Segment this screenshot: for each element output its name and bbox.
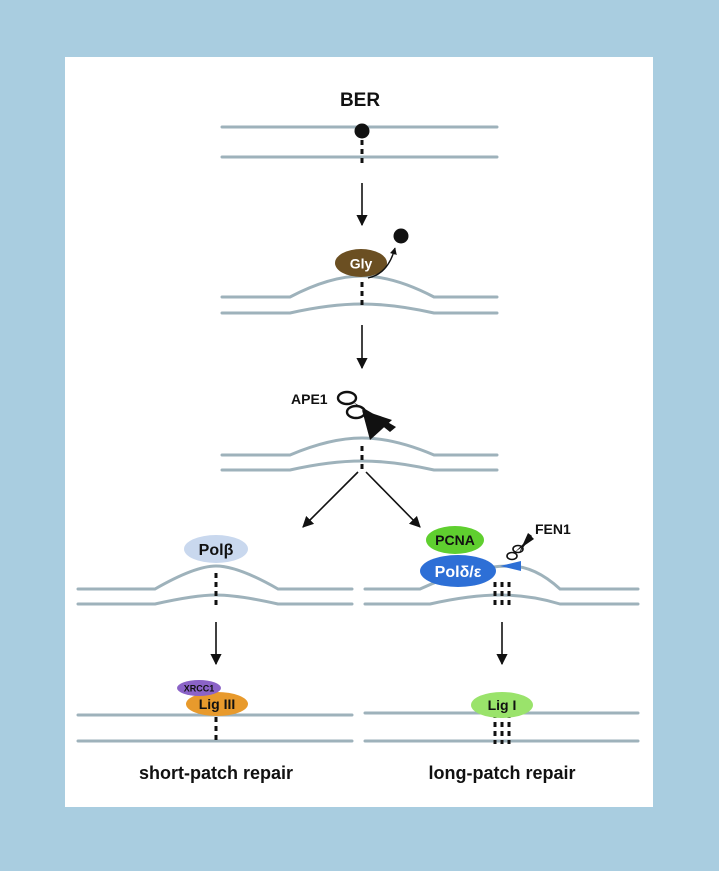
dna-stage-glycosylase: Gly [220,228,499,315]
base-release-arrow [367,247,397,279]
long-patch-pol-stage: Polδ/ε PCNA FEN1 [363,521,640,606]
glycosylase-enzyme [335,249,387,277]
dna-stage-ape1: APE1 [220,390,499,472]
diagram-panel [65,57,653,807]
long-patch-ligation-stage: Lig I [363,692,640,744]
released-base-dot [393,228,409,244]
dna-bottom-strand-bent [220,459,499,472]
pcna-protein [426,526,484,554]
lig1-label: Lig I [488,697,517,713]
fen1-scissors-icon [506,533,534,561]
short-patch-label: short-patch repair [139,763,293,783]
ape1-label: APE1 [291,391,328,407]
lig1-enzyme [471,692,533,718]
displaced-patch-marks [493,582,511,606]
dna-top-strand-bulge [76,564,354,591]
lig3-enzyme [186,692,248,716]
short-patch-ligation-stage: Lig III XRCC1 [76,680,354,744]
diagram-title: BER [340,90,380,111]
xrcc1-label: XRCC1 [184,684,215,694]
dna-bottom-strand-bent [363,593,640,606]
pcna-label: PCNA [435,532,475,548]
flap-segment [500,561,521,571]
glycosylase-label: Gly [350,256,373,272]
arrow-to-short-patch [302,471,359,528]
dna-bottom-strand-bent [220,302,499,315]
fen1-label: FEN1 [535,521,571,537]
pol-delta-epsilon-enzyme [420,555,496,587]
dna-top-strand-bulge [220,274,499,299]
arrow-to-long-patch [365,471,421,528]
pol-delta-epsilon-label: Polδ/ε [435,564,482,581]
damaged-base-dot [354,123,370,139]
long-patch-label: long-patch repair [428,763,575,783]
scissors-icon [336,390,396,440]
pol-beta-enzyme [184,535,248,563]
xrcc1-protein [177,680,221,696]
lig3-label: Lig III [199,696,236,712]
short-patch-pol-stage: Polβ [76,535,354,606]
pol-beta-label: Polβ [199,542,234,559]
dna-stage-damaged [220,123,499,164]
dna-top-strand-bulge [220,436,499,457]
